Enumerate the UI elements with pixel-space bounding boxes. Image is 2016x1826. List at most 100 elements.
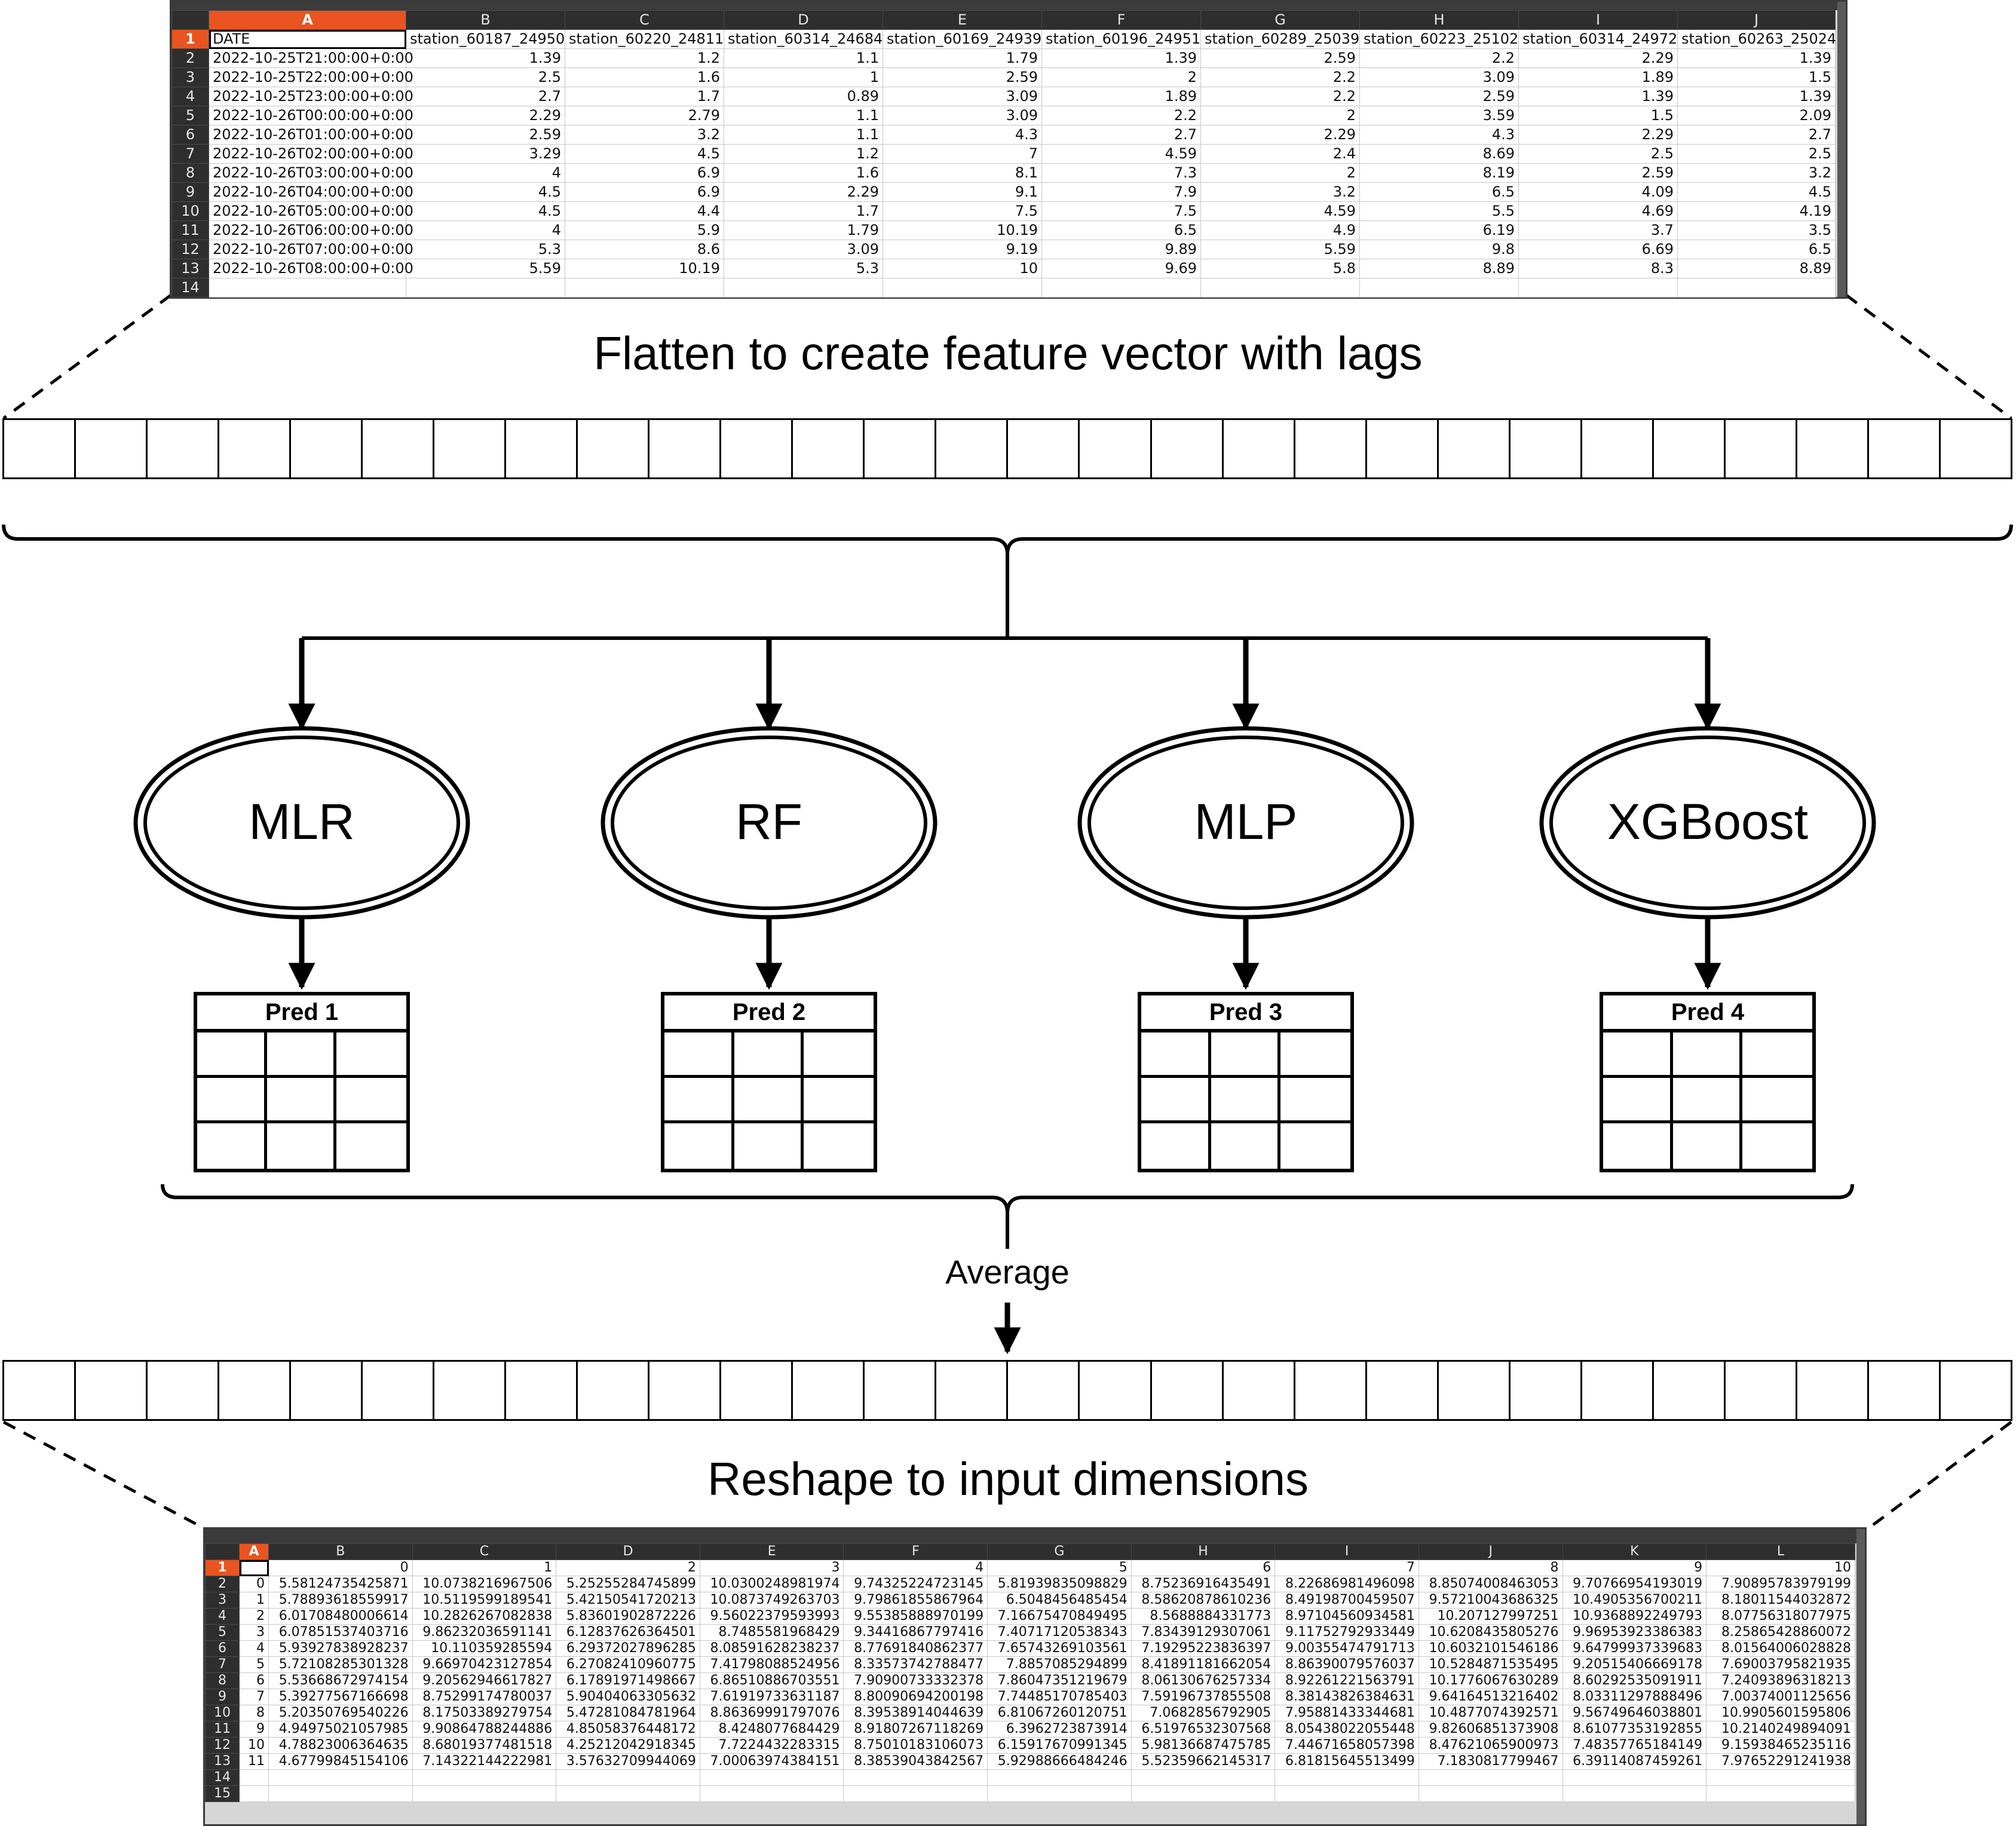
table-cell[interactable]: 6.01708480006614 <box>268 1608 413 1625</box>
table-cell[interactable]: 2.79 <box>565 106 724 125</box>
table-cell[interactable] <box>724 278 883 298</box>
table-cell[interactable]: 8.47621065900973 <box>1418 1737 1563 1754</box>
table-cell[interactable]: 3.09 <box>724 240 883 259</box>
table-cell[interactable]: 4.5 <box>406 182 565 202</box>
table-cell[interactable] <box>1359 278 1519 298</box>
table-cell[interactable]: 2.2 <box>1359 48 1519 68</box>
table-cell[interactable]: 10.1776067630289 <box>1418 1672 1563 1689</box>
table-cell[interactable]: 4.94975021057985 <box>268 1721 413 1738</box>
table-cell[interactable]: 9.20515406669178 <box>1562 1656 1707 1673</box>
table-cell[interactable]: 5.8 <box>1200 259 1360 278</box>
table-cell[interactable]: 0.89 <box>724 87 883 106</box>
table-cell[interactable]: 1.7 <box>565 87 724 106</box>
table-cell[interactable]: 3.09 <box>883 87 1042 106</box>
table-cell[interactable]: 10.2140249894091 <box>1706 1721 1855 1738</box>
column-header[interactable]: C <box>565 10 724 30</box>
table-cell[interactable]: 8.5688884331773 <box>1130 1608 1276 1625</box>
table-cell[interactable] <box>1130 1769 1276 1786</box>
table-cell[interactable]: 3.29 <box>406 144 565 164</box>
row-header[interactable]: 11 <box>204 1721 240 1738</box>
table-cell[interactable]: 8.07756318077975 <box>1706 1608 1855 1625</box>
table-cell[interactable]: 8.97104560934581 <box>1274 1608 1419 1625</box>
row-header[interactable]: 13 <box>204 1753 240 1770</box>
table-cell[interactable]: 8.39538914044639 <box>843 1705 988 1721</box>
table-cell[interactable]: 9.74325224723145 <box>843 1576 988 1592</box>
table-cell[interactable]: 8.01564006028828 <box>1706 1640 1855 1657</box>
table-cell[interactable] <box>1677 278 1836 298</box>
table-cell[interactable]: 8.4248077684429 <box>699 1721 844 1738</box>
table-cell[interactable]: 1.5 <box>1677 68 1836 87</box>
column-header[interactable]: A <box>239 1543 269 1560</box>
table-cell[interactable]: 4 <box>239 1640 269 1657</box>
column-header[interactable]: H <box>1359 10 1519 30</box>
table-cell[interactable]: 4.85058376448172 <box>556 1721 700 1738</box>
table-cell[interactable]: 9.66970423127854 <box>412 1656 557 1673</box>
column-header[interactable]: G <box>987 1543 1132 1560</box>
table-cell[interactable]: 6.5 <box>1677 240 1836 259</box>
table-cell[interactable]: 9.64164513216402 <box>1418 1689 1563 1705</box>
table-cell[interactable]: 2022-10-26T06:00:00+0:00 <box>209 220 413 240</box>
table-cell[interactable]: 8.61077353192855 <box>1562 1721 1707 1738</box>
row-header[interactable]: 7 <box>171 144 209 164</box>
table-cell[interactable]: 6.15917670991345 <box>987 1737 1132 1754</box>
table-cell[interactable]: 10.9368892249793 <box>1562 1608 1707 1625</box>
table-cell[interactable] <box>412 1785 557 1802</box>
table-cell[interactable]: 2.2 <box>1200 87 1360 106</box>
table-cell[interactable]: 9 <box>239 1721 269 1738</box>
table-cell[interactable]: 2 <box>1200 163 1360 183</box>
table-cell[interactable]: 4.5 <box>406 201 565 221</box>
row-header[interactable]: 5 <box>204 1624 240 1641</box>
table-cell[interactable]: 9.57210043686325 <box>1418 1592 1563 1609</box>
table-cell[interactable]: 7.3 <box>1041 163 1201 183</box>
table-cell[interactable]: 3.57632709944069 <box>556 1753 700 1770</box>
table-cell[interactable]: 4.59 <box>1200 201 1360 221</box>
table-cell[interactable]: 8.06130676257334 <box>1130 1672 1276 1689</box>
table-cell[interactable]: 8.05438022055448 <box>1274 1721 1419 1738</box>
table-cell[interactable]: 1.6 <box>565 68 724 87</box>
table-cell[interactable]: 4.67799845154106 <box>268 1753 413 1770</box>
table-cell[interactable]: 4.5 <box>565 144 724 164</box>
row-header[interactable]: 9 <box>171 182 209 202</box>
table-cell[interactable]: 9.55385888970199 <box>843 1608 988 1625</box>
table-cell[interactable]: 7.7224432283315 <box>699 1737 844 1754</box>
row-header[interactable]: 5 <box>171 106 209 125</box>
table-cell[interactable] <box>239 1769 269 1786</box>
table-cell[interactable]: 1.1 <box>724 125 883 145</box>
table-cell[interactable]: 4.3 <box>883 125 1042 145</box>
table-cell[interactable]: station_60187_24950 <box>406 29 565 49</box>
table-cell[interactable]: 4.59 <box>1041 144 1201 164</box>
table-cell[interactable]: 8.75010183106073 <box>843 1737 988 1754</box>
table-cell[interactable]: 2.29 <box>1200 125 1360 145</box>
table-cell[interactable]: 5.83601902872226 <box>556 1608 700 1625</box>
table-cell[interactable]: 0 <box>239 1576 269 1592</box>
table-cell[interactable]: 5.39277567166698 <box>268 1689 413 1705</box>
column-header[interactable]: H <box>1130 1543 1276 1560</box>
table-cell[interactable]: 1.1 <box>724 106 883 125</box>
table-cell[interactable]: 3 <box>239 1624 269 1641</box>
table-cell[interactable]: 7 <box>883 144 1042 164</box>
table-cell[interactable]: 6.69 <box>1518 240 1678 259</box>
table-cell[interactable] <box>843 1769 988 1786</box>
row-header[interactable]: 12 <box>204 1737 240 1754</box>
table-cell[interactable]: 4.69 <box>1518 201 1678 221</box>
table-cell[interactable]: 8.3 <box>1518 259 1678 278</box>
table-cell[interactable]: 9.19 <box>883 240 1042 259</box>
table-cell[interactable]: 6.51976532307568 <box>1130 1721 1276 1738</box>
table-cell[interactable] <box>565 278 724 298</box>
table-cell[interactable]: 9.1 <box>883 182 1042 202</box>
table-cell[interactable]: 2022-10-25T23:00:00+0:00 <box>209 87 413 106</box>
table-cell[interactable]: 5.58124735425871 <box>268 1576 413 1592</box>
table-cell[interactable]: 4.3 <box>1359 125 1519 145</box>
table-cell[interactable]: 7.9 <box>1041 182 1201 202</box>
table-cell[interactable]: 2 <box>239 1608 269 1625</box>
table-cell[interactable]: 5.47281084781964 <box>556 1705 700 1721</box>
table-cell[interactable]: 10.19 <box>883 220 1042 240</box>
table-cell[interactable]: 8.86369991797076 <box>699 1705 844 1721</box>
row-header[interactable]: 8 <box>204 1672 240 1689</box>
table-cell[interactable]: 0 <box>268 1560 413 1576</box>
table-cell[interactable]: 2022-10-26T02:00:00+0:00 <box>209 144 413 164</box>
table-cell[interactable]: 1.6 <box>724 163 883 183</box>
table-cell[interactable]: 2022-10-26T00:00:00+0:00 <box>209 106 413 125</box>
table-cell[interactable]: 8.80090694200198 <box>843 1689 988 1705</box>
table-cell[interactable]: 5.52359662145317 <box>1130 1753 1276 1770</box>
